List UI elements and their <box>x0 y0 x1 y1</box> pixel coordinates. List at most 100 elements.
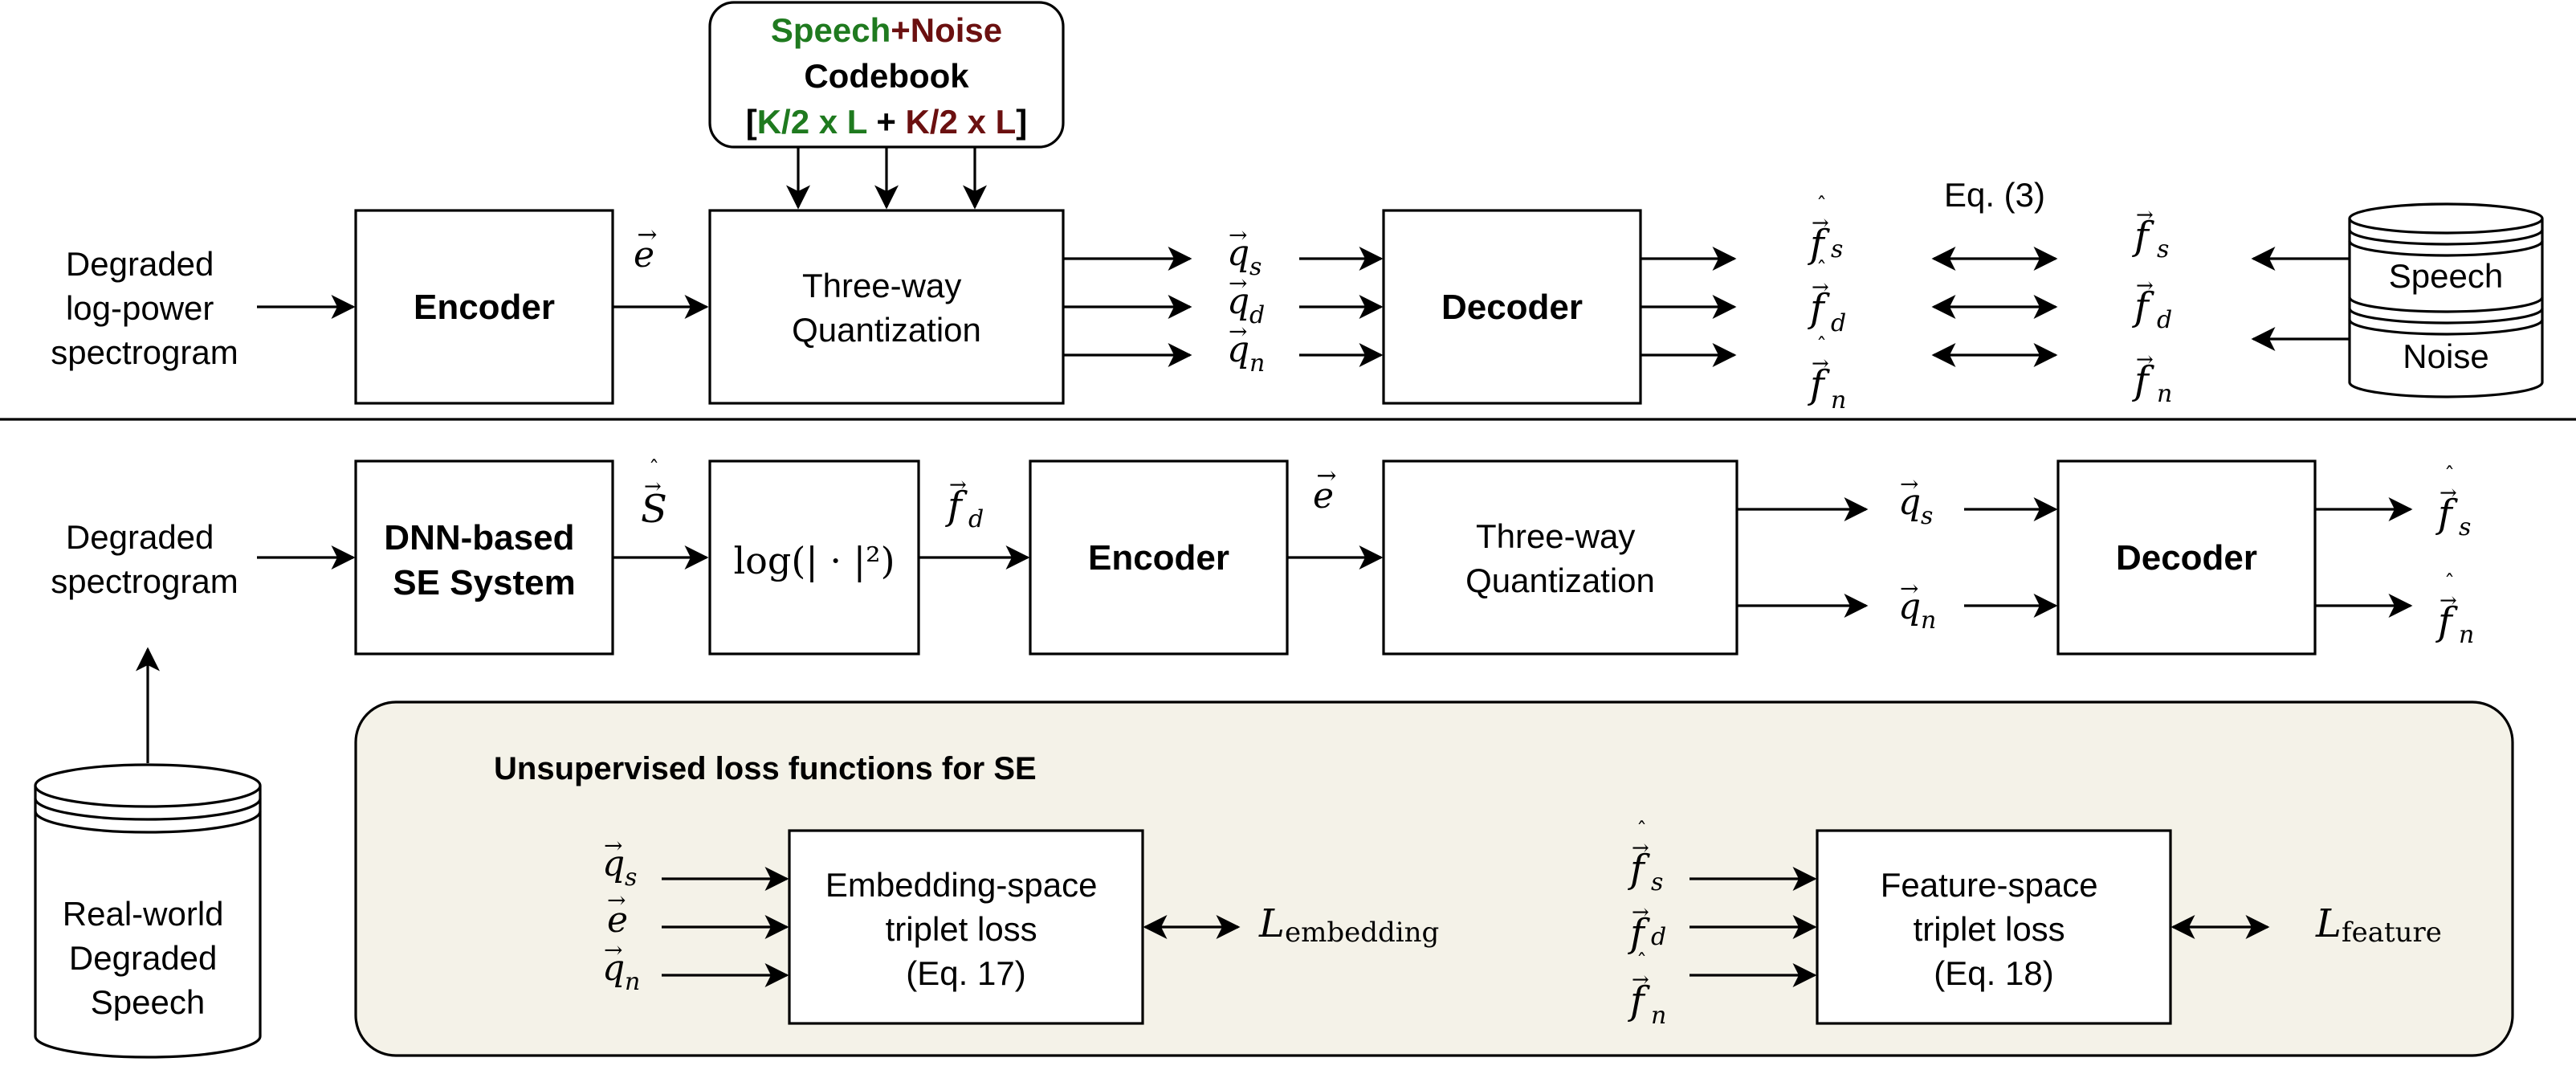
vec-arrow: → <box>1229 270 1247 296</box>
top-input-line-1: Degraded <box>66 245 214 283</box>
rw-line-1: Real-world <box>63 895 224 933</box>
codebook-noise-word: Noise <box>911 11 1002 49</box>
rw-line-3: Speech <box>91 983 205 1021</box>
top-f-s: f → s <box>2132 203 2169 263</box>
db-ring-2 <box>2348 240 2544 257</box>
emb-input-e: e → <box>607 887 628 941</box>
q-sub: n <box>1921 606 1936 635</box>
f-sub: d <box>968 505 984 533</box>
vec-arrow: → <box>1812 276 1829 300</box>
top-input-label: Degraded log-power spectrogram <box>51 245 238 371</box>
q-sub: s <box>1921 502 1933 530</box>
emb-input-q-n: q → n <box>602 937 640 996</box>
top-q-n: q → n <box>1227 318 1265 378</box>
hat-mark: ˆ <box>649 457 659 481</box>
q-base: q <box>1227 281 1249 322</box>
vec-arrow: → <box>1900 575 1918 602</box>
l-base: L <box>1258 901 1285 946</box>
top-fhat-d: f → ˆ d <box>1808 258 1846 337</box>
vec-arrow: → <box>1632 836 1649 860</box>
q-sub: n <box>625 968 640 996</box>
vec-arrow: → <box>604 832 622 859</box>
bottom-fhat-s: f → ˆ s <box>2435 464 2471 541</box>
rw-db-ring-2 <box>34 811 262 834</box>
feat-line-2: triplet loss <box>1914 910 2065 948</box>
vec-arrow: → <box>2136 274 2154 298</box>
hat-mark: ˆ <box>2444 571 2455 595</box>
feat-line-3: (Eq. 18) <box>1934 954 2053 992</box>
vec-arrow: → <box>607 887 626 913</box>
dim-close: ] <box>1016 103 1027 141</box>
db-noise-label: Noise <box>2403 337 2488 375</box>
q-base: q <box>1227 233 1249 274</box>
emb-line-3: (Eq. 17) <box>906 954 1025 992</box>
emb-line-1: Embedding-space <box>825 866 1098 904</box>
bottom-decoder-label: Decoder <box>2116 538 2257 578</box>
speech-noise-database-icon <box>2348 202 2544 398</box>
top-e-base: e <box>634 235 654 276</box>
db-divider-2 <box>2348 308 2544 325</box>
top-input-line-3: spectrogram <box>51 333 238 371</box>
dim-plus: + <box>867 103 906 141</box>
f-sub: s <box>1831 235 1843 263</box>
vec-arrow: → <box>2439 589 2457 613</box>
f-sub: s <box>2459 513 2471 541</box>
top-fhat-s: f → ˆ s <box>1808 194 1843 267</box>
top-decoder-box <box>1382 209 1642 405</box>
s-hat-symbol: S → ˆ <box>641 457 667 532</box>
db-speech-label: Speech <box>2389 257 2503 295</box>
realworld-database-icon <box>34 763 262 1059</box>
db-ring-1 <box>2348 229 2544 246</box>
dim-speech: K/2 x L <box>757 103 867 141</box>
rw-db-top <box>34 763 262 808</box>
bottom-f-d-symbol: f → d <box>945 473 984 533</box>
hat-mark: ˆ <box>1636 950 1647 974</box>
hat-mark: ˆ <box>2444 464 2455 488</box>
top-f-n: f → n <box>2132 348 2172 408</box>
top-input-line-2: log-power <box>66 289 214 327</box>
rw-db-ring-1 <box>34 798 262 821</box>
l-embedding: L embedding <box>1258 901 1439 949</box>
vec-arrow: → <box>2136 203 2154 227</box>
f-sub: d <box>1651 923 1666 951</box>
db-divider-1 <box>2348 296 2544 313</box>
codebook-header: Speech+Noise <box>771 11 1002 49</box>
q-sub: d <box>1249 301 1265 329</box>
top-quant-line-2: Quantization <box>792 311 981 349</box>
top-quant-box <box>708 209 1065 405</box>
q-base: q <box>602 948 625 989</box>
top-f-d: f → d <box>2132 274 2172 334</box>
feat-loss-label: Feature-space triplet loss (Eq. 18) <box>1881 866 2107 992</box>
emb-loss-box <box>788 829 1144 1025</box>
q-base: q <box>1898 586 1921 627</box>
q-base: q <box>1898 482 1921 523</box>
codebook-dimensions: [K/2 x L + K/2 x L] <box>746 103 1028 141</box>
top-e-symbol: e → <box>634 221 658 276</box>
bottom-quant-label: Three-way Quantization <box>1465 517 1655 599</box>
dim-noise: K/2 x L <box>906 103 1017 141</box>
q-sub: n <box>1249 349 1265 378</box>
eq3-label: Eq. (3) <box>1944 176 2045 214</box>
top-q-s: q → s <box>1227 222 1262 281</box>
bottom-encoder-label: Encoder <box>1088 538 1229 578</box>
vec-arrow: → <box>1229 222 1247 248</box>
dim-open: [ <box>746 103 757 141</box>
top-encoder-box <box>354 209 614 405</box>
bottom-quant-line-1: Three-way <box>1476 517 1635 555</box>
q-base: q <box>1227 329 1249 370</box>
l-sub: feature <box>2342 917 2442 949</box>
log-function: log(| · |²) <box>733 539 895 582</box>
hat-mark: ˆ <box>1816 334 1827 358</box>
codebook-title: Codebook <box>804 57 969 95</box>
bottom-quant-box <box>1382 459 1738 655</box>
dnn-box <box>354 459 614 655</box>
hat-mark: ˆ <box>1636 819 1647 843</box>
vec-arrow: → <box>1316 462 1336 490</box>
f-sub: s <box>2157 235 2169 263</box>
rw-line-2: Degraded <box>69 939 217 977</box>
hat-mark: ˆ <box>1816 194 1827 218</box>
f-sub: n <box>2459 621 2474 649</box>
vec-arrow: → <box>1632 901 1649 925</box>
hat-mark: ˆ <box>1816 258 1827 282</box>
bottom-q-s: q → s <box>1898 471 1933 530</box>
